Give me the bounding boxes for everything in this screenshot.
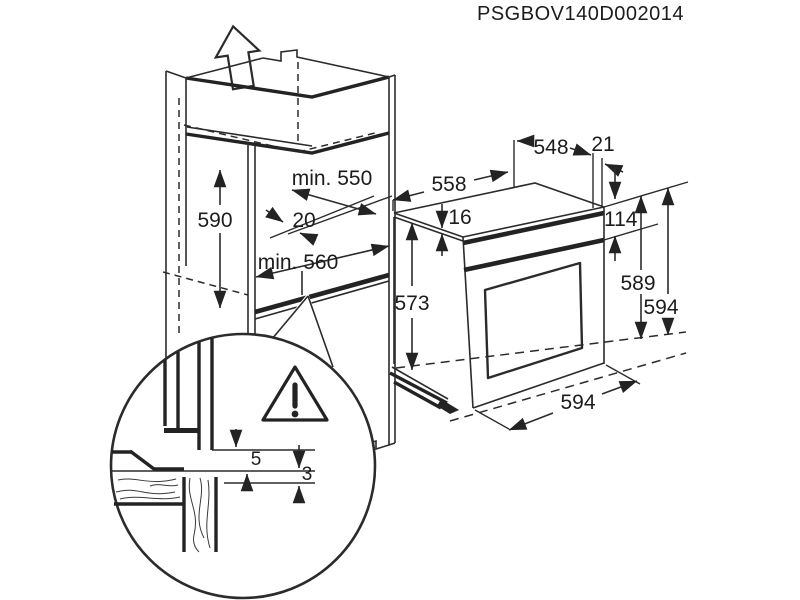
detail-circle: 5 3	[109, 332, 377, 600]
side-height-label: 573	[394, 292, 429, 315]
detail-callout-pointer	[270, 293, 336, 370]
cabinet-dimensions: 590 min. 550 20 min. 560	[197, 167, 390, 309]
dim-total-height: 594	[643, 187, 679, 336]
dim-side-height: 573	[394, 222, 430, 371]
document-code: PSGBOV140D002014	[477, 3, 684, 25]
dim-front-lip: 21	[591, 133, 624, 207]
dim-top-trim: 16	[435, 204, 472, 256]
dim-niche-depth: min. 550	[291, 167, 377, 216]
front-width-label: 594	[560, 391, 595, 414]
top-clearance-label: 5	[251, 449, 262, 470]
niche-width-label: min. 560	[258, 251, 339, 274]
total-height-label: 594	[643, 296, 678, 319]
wood-post-section	[182, 477, 218, 553]
niche-depth-label: min. 550	[292, 167, 373, 190]
top-trim-label: 16	[448, 206, 471, 229]
oven-dimensions: 558 548 21 16 114 573	[392, 133, 679, 431]
bottom-clearance-label: 3	[302, 464, 313, 485]
body-depth-label: 558	[431, 173, 466, 196]
wood-shelf-section	[115, 478, 181, 500]
rear-height-label: 589	[620, 272, 655, 295]
dim-body-depth: 558	[392, 169, 509, 211]
front-lip-label: 21	[591, 133, 614, 156]
cabinet-drawing	[162, 49, 396, 521]
dim-niche-height: 590	[197, 169, 233, 309]
warning-triangle-icon	[261, 365, 329, 422]
top-depth-label: 548	[533, 136, 568, 159]
dim-front-width: 594	[474, 364, 641, 431]
control-panel-height-label: 114	[604, 208, 638, 231]
dim-top-depth: 548	[513, 134, 594, 208]
dim-top-clearance: 5	[229, 429, 262, 492]
dim-control-panel-height: 114	[604, 168, 638, 261]
dim-rear-gap: 20	[265, 206, 319, 246]
up-arrow-icon	[213, 24, 262, 91]
dim-rear-height: 589	[620, 195, 656, 340]
rear-gap-label: 20	[292, 209, 315, 232]
dim-niche-width: min. 560	[255, 243, 390, 280]
niche-height-label: 590	[197, 209, 232, 232]
dim-bottom-clearance: 3	[292, 445, 313, 504]
oven-drawing	[389, 181, 689, 422]
